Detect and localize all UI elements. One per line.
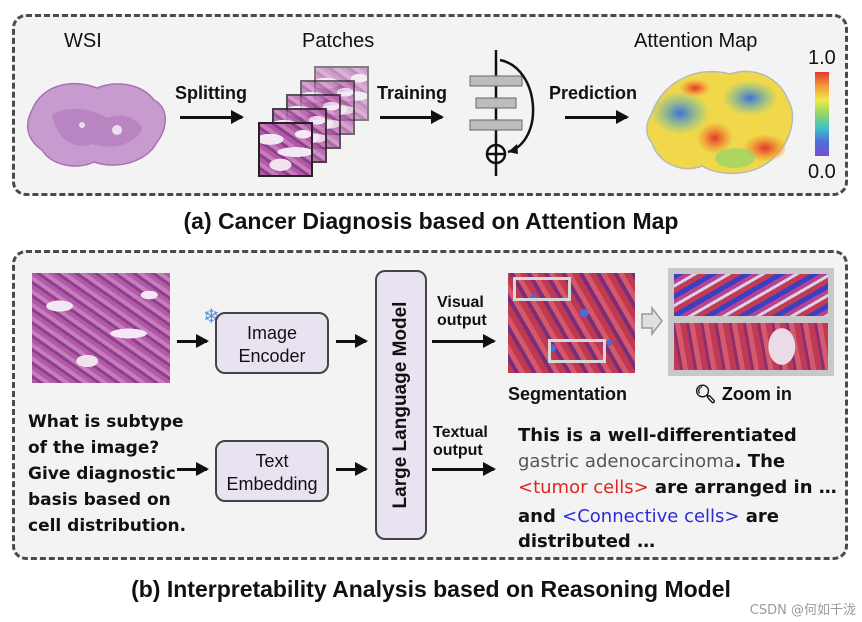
- subtype-text: gastric adenocarcinoma: [518, 451, 735, 472]
- llm-label: Large Language Model: [390, 301, 411, 509]
- answer-line-5: distributed …: [518, 531, 656, 552]
- color-scale-bar: [815, 72, 829, 156]
- question-line: basis based on: [28, 490, 171, 510]
- question-line: of the image?: [28, 438, 160, 458]
- wsi-label: WSI: [64, 30, 102, 52]
- text-embedding-box: Text Embedding: [215, 440, 329, 502]
- highlight-box: [548, 339, 606, 363]
- textual-output-arrow: [432, 462, 496, 476]
- visual-output-line: Visual: [437, 294, 484, 311]
- network-icon: [469, 50, 535, 176]
- segmentation-label: Segmentation: [508, 384, 628, 404]
- textual-output-line: output: [433, 442, 483, 459]
- image-encoder-line: Encoder: [238, 346, 306, 366]
- image-to-encoder-arrow: [177, 334, 209, 348]
- prediction-arrow: [565, 110, 629, 124]
- attention-heatmap: [646, 70, 794, 175]
- answer-text: are: [739, 506, 780, 527]
- magnifier-icon: 🔍︎: [694, 384, 717, 404]
- visual-output-arrow: [432, 334, 496, 348]
- patches-label: Patches: [302, 30, 375, 52]
- patch-tile: [258, 122, 313, 177]
- zoom-crop-bottom: [674, 323, 828, 370]
- text-embedding-line: Embedding: [226, 474, 318, 494]
- scale-min-label: 0.0: [808, 161, 836, 183]
- input-histology-image: [32, 273, 170, 383]
- watermark: CSDN @何如千泷: [749, 603, 856, 618]
- textual-output-line: Textual: [433, 424, 488, 441]
- answer-line-4: and <Connective cells> are: [518, 506, 779, 527]
- training-arrow: [380, 110, 444, 124]
- splitting-label: Splitting: [175, 83, 247, 103]
- embedding-to-llm-arrow: [336, 462, 368, 476]
- tumor-cells-text: <tumor cells>: [518, 477, 649, 498]
- zoom-in-label: 🔍︎ Zoom in: [694, 384, 792, 405]
- answer-text: and: [518, 506, 563, 527]
- answer-line-2: gastric adenocarcinoma. The: [518, 451, 785, 472]
- prediction-label: Prediction: [549, 83, 638, 103]
- attention-map-label: Attention Map: [634, 30, 758, 52]
- answer-line-1: This is a well-differentiated: [518, 425, 797, 446]
- caption-b: (b) Interpretability Analysis based on R…: [131, 576, 731, 602]
- llm-box: Large Language Model: [375, 270, 427, 540]
- caption-a: (a) Cancer Diagnosis based on Attention …: [183, 208, 679, 234]
- answer-line-3: <tumor cells> are arranged in …: [518, 477, 837, 498]
- question-line: What is subtype: [28, 412, 184, 432]
- question-to-embedding-arrow: [177, 462, 209, 476]
- question-line: cell distribution.: [28, 516, 187, 536]
- connective-cells-text: <Connective cells>: [562, 506, 740, 527]
- zoom-arrow-icon: [641, 306, 663, 336]
- segmentation-image: [508, 273, 635, 373]
- textual-output-label: Textual output: [433, 424, 488, 460]
- scale-max-label: 1.0: [808, 47, 836, 69]
- visual-output-label: Visual output: [437, 294, 487, 330]
- zoom-in-text: Zoom in: [721, 384, 792, 404]
- image-encoder-box: Image Encoder: [215, 312, 329, 374]
- question-line: Give diagnostic: [28, 464, 176, 484]
- zoom-panel: [668, 268, 834, 376]
- answer-text: . The: [734, 451, 786, 472]
- highlight-box: [513, 277, 571, 301]
- visual-output-line: output: [437, 312, 487, 329]
- splitting-arrow: [180, 110, 244, 124]
- answer-text: are arranged in …: [648, 477, 837, 498]
- training-label: Training: [377, 83, 448, 103]
- wsi-thumbnail: [26, 82, 166, 167]
- encoder-to-llm-arrow: [336, 334, 368, 348]
- text-embedding-line: Text: [255, 451, 289, 471]
- image-encoder-line: Image: [246, 323, 298, 343]
- zoom-crop-top: [674, 274, 828, 316]
